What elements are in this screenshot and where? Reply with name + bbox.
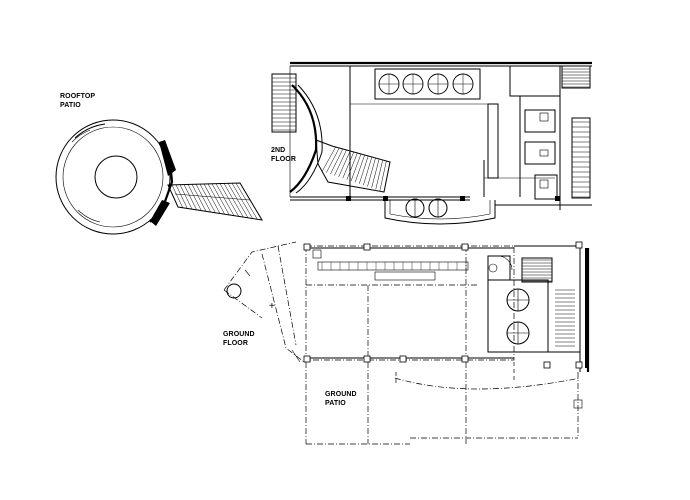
plan-line	[375, 159, 383, 190]
plan-line	[359, 155, 369, 184]
plan-line	[371, 158, 380, 188]
plan-line	[350, 153, 362, 182]
plan-line	[191, 184, 207, 212]
svg-text:+: +	[269, 301, 275, 312]
second-floor-diagonal-stair	[315, 139, 391, 193]
plan-line	[227, 183, 249, 218]
plan-line	[175, 184, 188, 209]
plan-line	[187, 184, 202, 211]
ground-floor-label: GROUND FLOOR	[223, 331, 255, 347]
plan-line	[179, 184, 193, 210]
second-floor-left-stair	[271, 73, 297, 133]
second-floor-right-stair	[561, 65, 591, 199]
ground-floor-plan: +	[223, 241, 590, 372]
plan-line	[326, 147, 340, 173]
plan-line	[211, 183, 230, 216]
plan-line	[342, 151, 354, 179]
second-floor-label: 2ND FLOOR	[271, 147, 296, 163]
plan-line	[203, 183, 221, 214]
plan-line	[223, 183, 244, 218]
plan-line	[330, 148, 344, 175]
rooftop-staircase	[167, 182, 263, 221]
plan-line	[235, 182, 258, 220]
plan-line	[334, 149, 347, 176]
ground-patio-label: GROUND PATIO	[325, 391, 357, 407]
plan-line	[171, 184, 183, 208]
plan-line	[321, 146, 336, 172]
plan-line	[199, 183, 216, 213]
plan-line	[379, 160, 387, 191]
plan-line	[207, 183, 225, 215]
plan-line	[354, 154, 365, 183]
plan-line	[363, 156, 373, 186]
second-floor-plan	[271, 61, 592, 225]
rooftop-patio-label: ROOFTOP PATIO	[60, 93, 96, 109]
plan-line	[195, 184, 211, 213]
ground-patio-plan	[305, 362, 583, 445]
plan-line	[219, 183, 239, 217]
rooftop-patio-plan	[55, 119, 263, 235]
plan-line	[367, 157, 376, 187]
plan-line	[346, 152, 358, 180]
plan-line	[183, 184, 197, 211]
plan-line	[231, 183, 253, 219]
plan-line	[338, 150, 351, 177]
plan-line	[215, 183, 235, 216]
